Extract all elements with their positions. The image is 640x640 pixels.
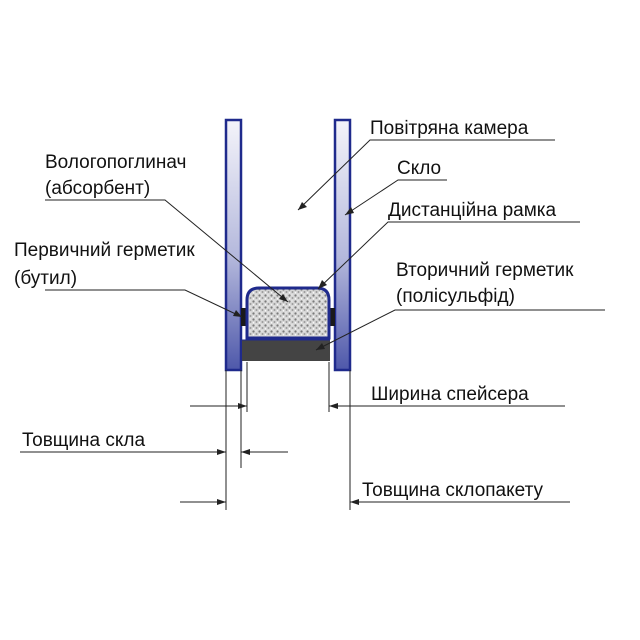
- butyl-strip-right: [329, 308, 335, 326]
- label-unit-thickness: Товщина склопакету: [362, 480, 543, 501]
- secondary-sealant: [242, 340, 330, 361]
- label-air-chamber: Повітряна камера: [370, 118, 529, 139]
- label-desiccant-line2: (абсорбент): [45, 178, 150, 199]
- label-spacer-width: Ширина спейсера: [371, 384, 529, 405]
- label-desiccant-line1: Вологопоглинач: [45, 152, 186, 173]
- label-primary-sealant-line2: (бутил): [14, 268, 77, 289]
- label-glass: Скло: [397, 158, 441, 179]
- dimension-lines: [20, 362, 570, 510]
- glass-pane-right: [333, 118, 352, 372]
- label-glass-thickness: Товщина скла: [22, 430, 145, 451]
- label-secondary-sealant-line2: (полісульфід): [396, 286, 515, 307]
- label-secondary-sealant-line1: Вторичний герметик: [396, 260, 574, 281]
- label-primary-sealant-line1: Первичний герметик: [14, 240, 195, 261]
- butyl-strip-left: [241, 308, 247, 326]
- glass-pane-left: [224, 118, 243, 372]
- spacer-frame: [245, 286, 331, 340]
- label-spacer-frame: Дистанційна рамка: [388, 200, 557, 221]
- leader-lines: [45, 139, 605, 351]
